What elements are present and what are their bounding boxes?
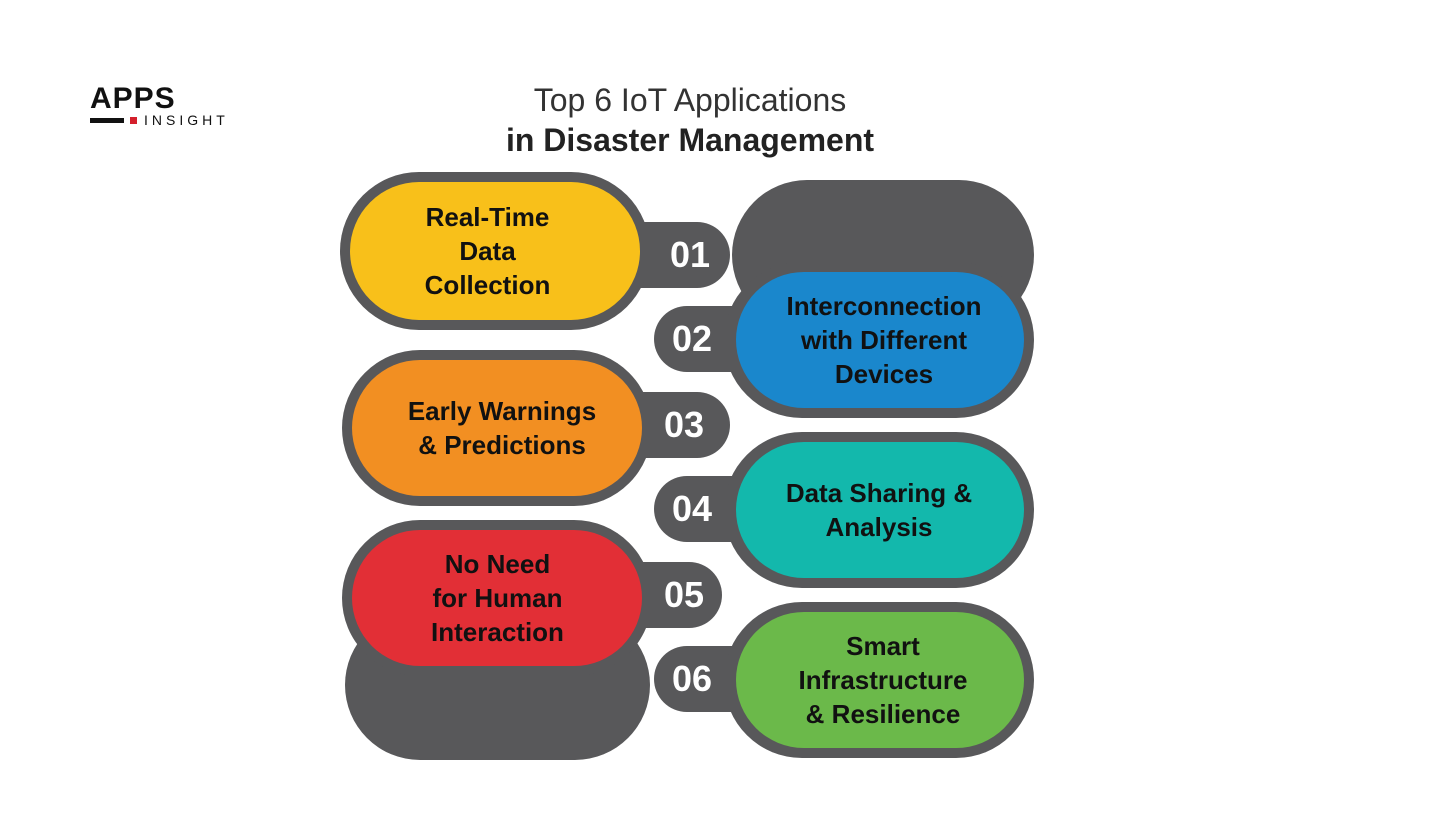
pill-06 <box>736 612 1024 748</box>
logo-bar <box>90 118 124 123</box>
logo-sub: INSIGHT <box>144 112 229 128</box>
apps-insight-logo: APPS INSIGHT <box>90 84 250 134</box>
item-02-line-2: with Different <box>800 325 968 355</box>
item-01-line-1: Real-Time <box>425 202 550 232</box>
item-05-line-2: for Human <box>432 583 563 613</box>
title-line-1: Top 6 IoT Applications <box>533 82 847 118</box>
pills <box>340 172 1034 758</box>
item-01-line-2: Data <box>459 236 516 266</box>
item-05-line-3: Interaction <box>431 617 564 647</box>
item-06-line-3: & Resilience <box>805 699 961 729</box>
item-04-line-1: Data Sharing & <box>785 478 973 508</box>
item-01-number: 01 <box>669 234 711 275</box>
pill-02 <box>736 272 1024 408</box>
item-04-number: 04 <box>671 488 713 529</box>
item-04-line-2: Analysis <box>825 512 933 542</box>
pill-03 <box>352 360 642 496</box>
item-03-number: 03 <box>663 404 705 445</box>
logo-brand: APPS <box>90 82 176 115</box>
pill-04 <box>736 442 1024 578</box>
item-04-label: Data Sharing & Analysis <box>746 442 1012 578</box>
item-06-number: 06 <box>671 658 713 699</box>
pill-05 <box>352 530 642 666</box>
item-06-line-2: Infrastructure <box>798 665 968 695</box>
item-02-line-3: Devices <box>834 359 934 389</box>
item-02-line-1: Interconnection <box>786 291 982 321</box>
page-title: Top 6 IoT Applications in Disaster Manag… <box>420 80 960 160</box>
item-03-label: Early Warnings & Predictions <box>362 360 642 496</box>
item-06-line-1: Smart <box>846 631 920 661</box>
item-01-line-3: Collection <box>424 270 551 300</box>
item-02-number: 02 <box>671 318 713 359</box>
item-05-number: 05 <box>663 574 705 615</box>
item-03-line-1: Early Warnings <box>407 396 597 426</box>
item-03-line-2: & Predictions <box>418 430 586 460</box>
title-line-2: in Disaster Management <box>505 122 875 158</box>
logo-dot <box>130 117 137 124</box>
pill-01 <box>350 182 640 320</box>
item-05-line-1: No Need <box>444 549 551 579</box>
